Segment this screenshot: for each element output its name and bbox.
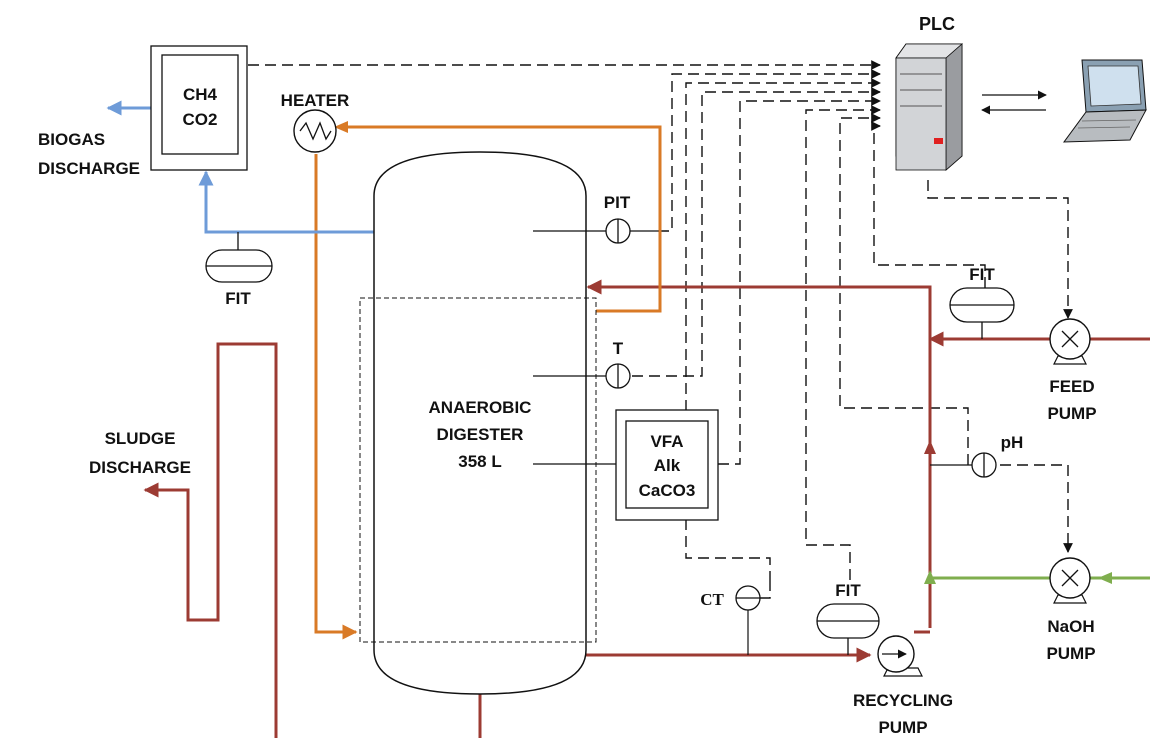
vfa-label-line1: VFA [650,432,683,451]
heater: HEATER [281,91,350,153]
recycling-pump-label-line1: RECYCLING [853,691,953,710]
naoh-pump-label-line2: PUMP [1046,644,1095,663]
ph-label: pH [1001,433,1024,452]
vfa-label-line3: CaCO3 [639,481,696,500]
heating-loop-line [314,125,662,632]
heater-coil-icon [299,121,332,141]
heating-jacket [359,297,597,643]
sludge-label-line1: SLUDGE [105,429,176,448]
ph-sensor: pH [930,433,1024,478]
biogas-label-line2: DISCHARGE [38,159,140,178]
feed-pump-cross-icon [1061,330,1079,348]
heater-return-arrow [334,121,348,133]
gas-analyzer: CH4 CO2 [150,45,248,171]
recirculation-return-line [586,279,932,628]
biogas-fit-label: FIT [225,289,251,308]
laptop-icon [1062,59,1147,143]
anaerobic-digester: ANAEROBIC DIGESTER 358 L [359,151,597,695]
signal-vfa [718,96,881,465]
signal-conductivity [685,78,881,582]
recycle-fit-label: FIT [835,581,861,600]
sludge-discharge-line [145,342,482,738]
pressure-transmitter: PIT [533,193,658,244]
signal-feed-flow [871,121,986,288]
feed-flow-meter: FIT [949,265,1015,339]
recycling-pump: RECYCLING PUMP [853,635,953,737]
naoh-pump-label-line1: NaOH [1047,617,1094,636]
biogas-label-line1: BIOGAS [38,130,105,149]
gas-analyzer-line1: CH4 [183,85,218,104]
ct-label: CT [700,590,724,609]
plc-status-led [934,138,943,144]
gas-analyzer-line2: CO2 [183,110,218,129]
recycling-pump-label-line2: PUMP [878,718,927,737]
sludge-label-line2: DISCHARGE [89,458,191,477]
biogas-flow-meter: FIT [205,249,273,308]
signal-naoh-pump [1000,464,1073,553]
naoh-pump-cross-icon [1061,569,1079,587]
feed-pump-label-line1: FEED [1049,377,1094,396]
naoh-arrow-in [924,570,936,584]
pit-label: PIT [604,193,631,212]
signal-feed-pump [927,180,1073,319]
biogas-line [198,170,374,234]
plc-unit: PLC [895,14,964,171]
feed-pump: FEED PUMP [1047,318,1097,423]
digester-label-line1: ANAEROBIC [429,398,532,417]
signal-recycle-flow [805,105,881,580]
recycle-up-arrow [924,440,936,454]
recycle-flow-meter: FIT [816,581,880,655]
signal-lines [248,60,1073,582]
plc-title: PLC [919,14,955,34]
feed-fit-label: FIT [969,265,995,284]
conductivity-sensor: CT [700,582,771,655]
temperature-label: T [613,339,624,358]
vfa-label-line2: Alk [654,456,681,475]
signal-pressure [658,69,881,232]
digester-label-line3: 358 L [458,452,501,471]
digester-label-line2: DIGESTER [437,425,524,444]
feed-pump-label-line2: PUMP [1047,404,1096,423]
temperature-sensor: T [533,339,631,389]
naoh-arrow-left [1098,572,1112,584]
naoh-pump: NaOH PUMP [1046,557,1096,663]
signal-temperature [632,87,881,377]
vfa-analyzer: VFA Alk CaCO3 [533,409,719,521]
signal-ph [839,113,969,465]
heater-label: HEATER [281,91,350,110]
